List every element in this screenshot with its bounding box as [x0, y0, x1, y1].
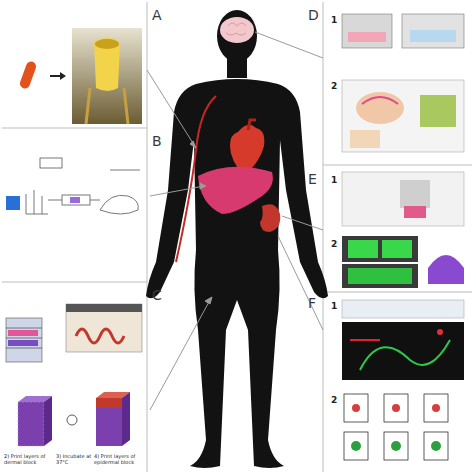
step-number: 2 [330, 240, 338, 249]
step-number: 1 [330, 302, 338, 311]
panel-letter: C [152, 288, 162, 302]
step-number: 2 [330, 396, 338, 405]
panel-letter: B [152, 134, 162, 148]
panel-letter: A [152, 8, 162, 22]
step-caption: 2) Print layers of dermal block [4, 454, 52, 466]
step-number: 1 [330, 16, 338, 25]
panel-letter: F [308, 296, 316, 310]
step-number: 1 [330, 176, 338, 185]
panel-letter: D [308, 8, 319, 22]
step-number: 2 [330, 82, 338, 91]
step-caption: 3) Incubate at 37°C [56, 454, 92, 466]
step-caption: 4) Print layers of epidermal block [94, 454, 144, 466]
panel-letter: E [308, 172, 317, 186]
